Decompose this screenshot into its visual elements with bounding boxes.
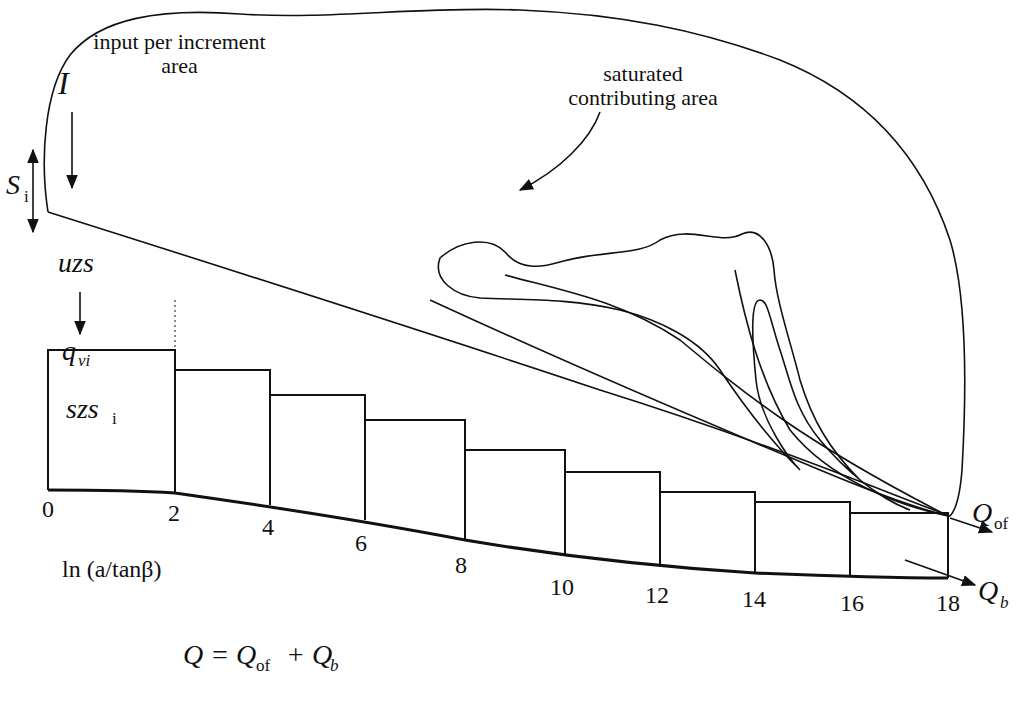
area-label: saturated contributing area (548, 62, 738, 110)
catchment-outline (44, 9, 964, 516)
flow-symbol: + Q (286, 640, 332, 671)
storage-symbol: S (6, 170, 20, 201)
subscript: i (24, 188, 29, 207)
catchment-base (48, 212, 950, 516)
flow-symbol: b (330, 657, 339, 676)
ground-line (48, 490, 948, 578)
baseflow-arrow (905, 560, 975, 585)
axis-tick-label: 18 (936, 590, 960, 616)
input-arrow (71, 112, 73, 188)
storage-symbol: szs (66, 394, 99, 425)
flow-symbol: Q (972, 498, 992, 529)
subscript: i (112, 410, 117, 429)
axis-tick-label: 8 (455, 552, 467, 578)
flux-symbol: q (62, 336, 76, 367)
axis-tick-label: 2 (168, 500, 180, 526)
axis-tick-label: 4 (262, 514, 274, 540)
saturated-area-outline (438, 232, 910, 510)
leader-arrow (520, 112, 600, 190)
input-symbol: I (58, 66, 69, 101)
storage-symbol: uzs (58, 248, 94, 279)
ridge-line (430, 300, 950, 516)
storage-bars (48, 350, 948, 578)
flow-symbol: of (256, 657, 270, 676)
axis-tick-label: 16 (840, 590, 864, 616)
divider-dotted (175, 300, 176, 350)
area-label: input per increment area (92, 30, 267, 78)
flow-symbol: Q = Q (183, 640, 256, 671)
axis-tick-label: 10 (550, 574, 574, 600)
axis-tick-label: 12 (645, 582, 669, 608)
stream-channel (505, 275, 948, 516)
stream-channel (735, 270, 948, 516)
flow-symbol: of (994, 515, 1008, 534)
subscript: vi (78, 352, 90, 371)
axis-title: ln (a/tanβ) (62, 556, 162, 582)
axis-tick-label: 14 (742, 586, 766, 612)
axis-tick-label: 0 (42, 496, 54, 522)
flow-symbol: b (1000, 594, 1009, 613)
drainage-arrow (79, 292, 81, 334)
si-double-arrow (32, 150, 34, 232)
axis-tick-label: 6 (355, 530, 367, 556)
flow-symbol: Q (978, 576, 998, 607)
